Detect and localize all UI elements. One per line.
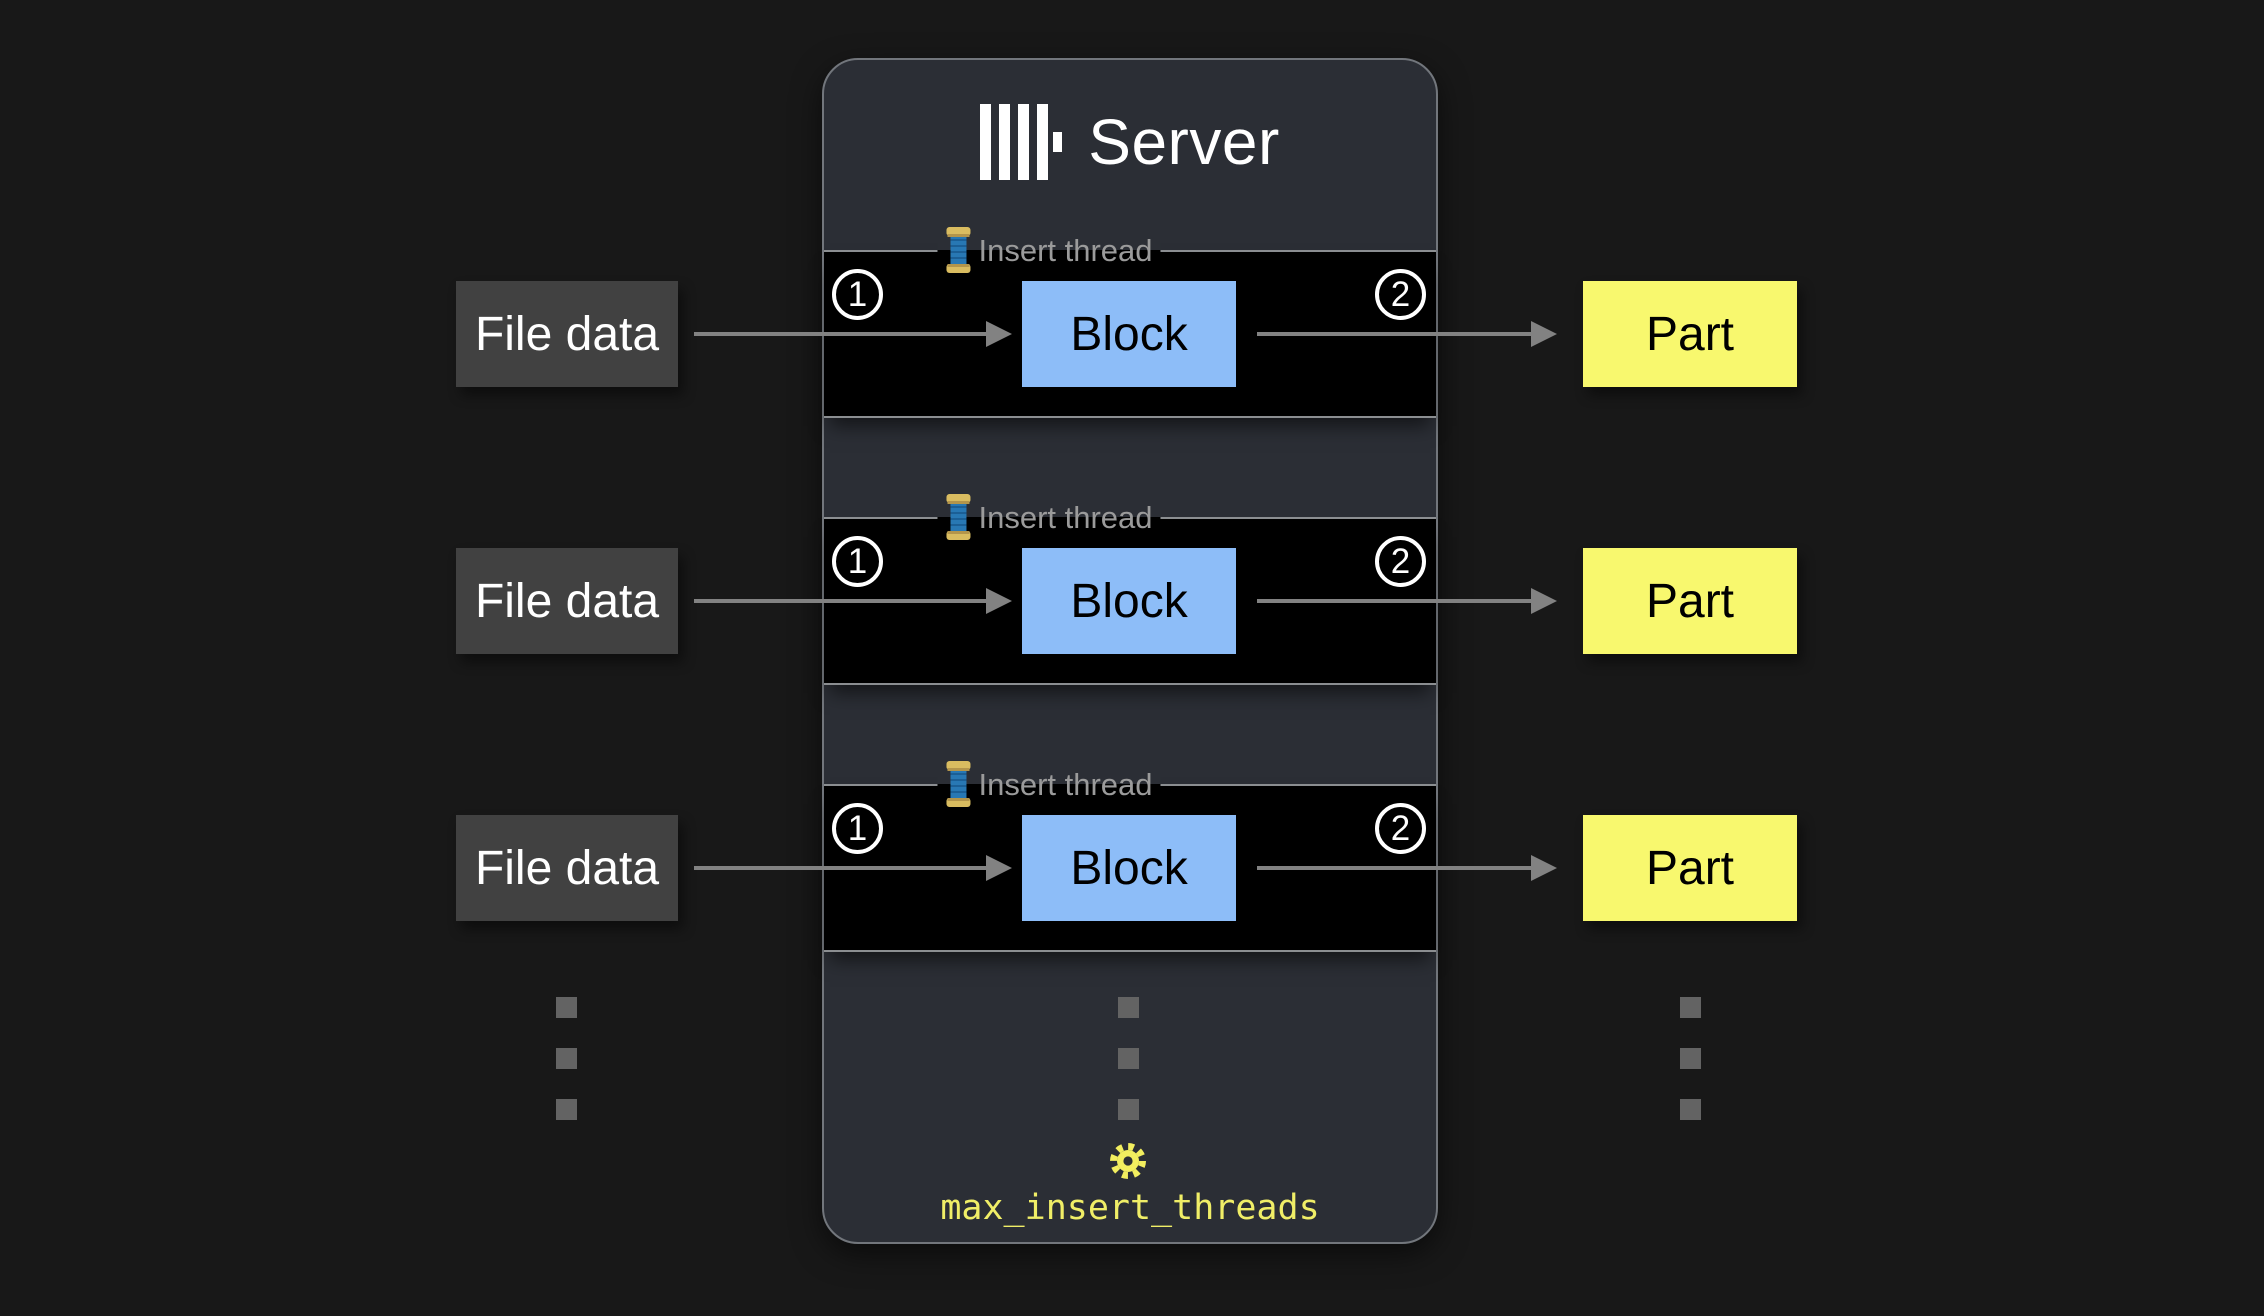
clickhouse-logo-icon xyxy=(980,104,1063,180)
arrowhead-icon xyxy=(1531,321,1557,347)
step-1-badge: 1 xyxy=(832,803,883,854)
insert-thread-label: Insert thread xyxy=(978,766,1153,802)
arrow-file-to-block xyxy=(694,588,1012,614)
insert-thread-legend: Insert thread xyxy=(937,492,1161,542)
gear-icon xyxy=(1108,1141,1148,1181)
step-1-badge: 1 xyxy=(832,269,883,320)
arrow-file-to-block xyxy=(694,321,1012,347)
ellipsis-threads-column xyxy=(1118,997,1139,1120)
block-label: Block xyxy=(1070,307,1188,361)
ellipsis-dot xyxy=(1118,997,1139,1018)
arrowhead-icon xyxy=(986,321,1012,347)
part-node: Part xyxy=(1583,281,1797,387)
step-2-badge: 2 xyxy=(1375,803,1426,854)
part-node: Part xyxy=(1583,815,1797,921)
server-title-label: Server xyxy=(1088,106,1280,178)
arrowhead-icon xyxy=(1531,588,1557,614)
step-2-badge: 2 xyxy=(1375,269,1426,320)
arrowhead-icon xyxy=(986,588,1012,614)
step-1-number: 1 xyxy=(847,808,868,848)
arrow-block-to-part xyxy=(1257,855,1557,881)
block-label: Block xyxy=(1070,841,1188,895)
ellipsis-dot xyxy=(1680,1099,1701,1120)
file-data-node: File data xyxy=(456,281,678,387)
file-data-label: File data xyxy=(474,841,660,895)
step-2-number: 2 xyxy=(1390,808,1411,848)
ellipsis-dot xyxy=(1680,1048,1701,1069)
part-label: Part xyxy=(1645,574,1735,628)
block-label: Block xyxy=(1070,574,1188,628)
insert-thread-label: Insert thread xyxy=(978,499,1153,535)
thread-spool-icon xyxy=(945,494,971,540)
part-label: Part xyxy=(1645,841,1735,895)
file-data-label: File data xyxy=(474,574,660,628)
ellipsis-parts-column xyxy=(1680,997,1701,1120)
step-1-number: 1 xyxy=(847,274,868,314)
arrowhead-icon xyxy=(986,855,1012,881)
part-node: Part xyxy=(1583,548,1797,654)
step-2-number: 2 xyxy=(1390,541,1411,581)
block-node: Block xyxy=(1022,815,1236,921)
thread-spool-icon xyxy=(945,227,971,273)
step-1-badge: 1 xyxy=(832,536,883,587)
ellipsis-dot xyxy=(556,997,577,1018)
arrowhead-icon xyxy=(1531,855,1557,881)
ellipsis-dot xyxy=(556,1048,577,1069)
block-node: Block xyxy=(1022,548,1236,654)
file-data-node: File data xyxy=(456,548,678,654)
ellipsis-dot xyxy=(556,1099,577,1120)
max-insert-threads-label: max_insert_threads xyxy=(940,1188,1320,1228)
thread-spool-icon xyxy=(945,761,971,807)
ellipsis-file-data-column xyxy=(556,997,577,1120)
insert-thread-legend: Insert thread xyxy=(937,759,1161,809)
ellipsis-dot xyxy=(1118,1048,1139,1069)
step-1-number: 1 xyxy=(847,541,868,581)
insert-thread-label: Insert thread xyxy=(978,232,1153,268)
part-label: Part xyxy=(1645,307,1735,361)
arrow-file-to-block xyxy=(694,855,1012,881)
file-data-node: File data xyxy=(456,815,678,921)
server-title: Server xyxy=(822,100,1438,184)
step-2-badge: 2 xyxy=(1375,536,1426,587)
ellipsis-dot xyxy=(1680,997,1701,1018)
block-node: Block xyxy=(1022,281,1236,387)
step-2-number: 2 xyxy=(1390,274,1411,314)
insert-thread-legend: Insert thread xyxy=(937,225,1161,275)
arrow-block-to-part xyxy=(1257,321,1557,347)
arrow-block-to-part xyxy=(1257,588,1557,614)
ellipsis-dot xyxy=(1118,1099,1139,1120)
file-data-label: File data xyxy=(474,307,660,361)
